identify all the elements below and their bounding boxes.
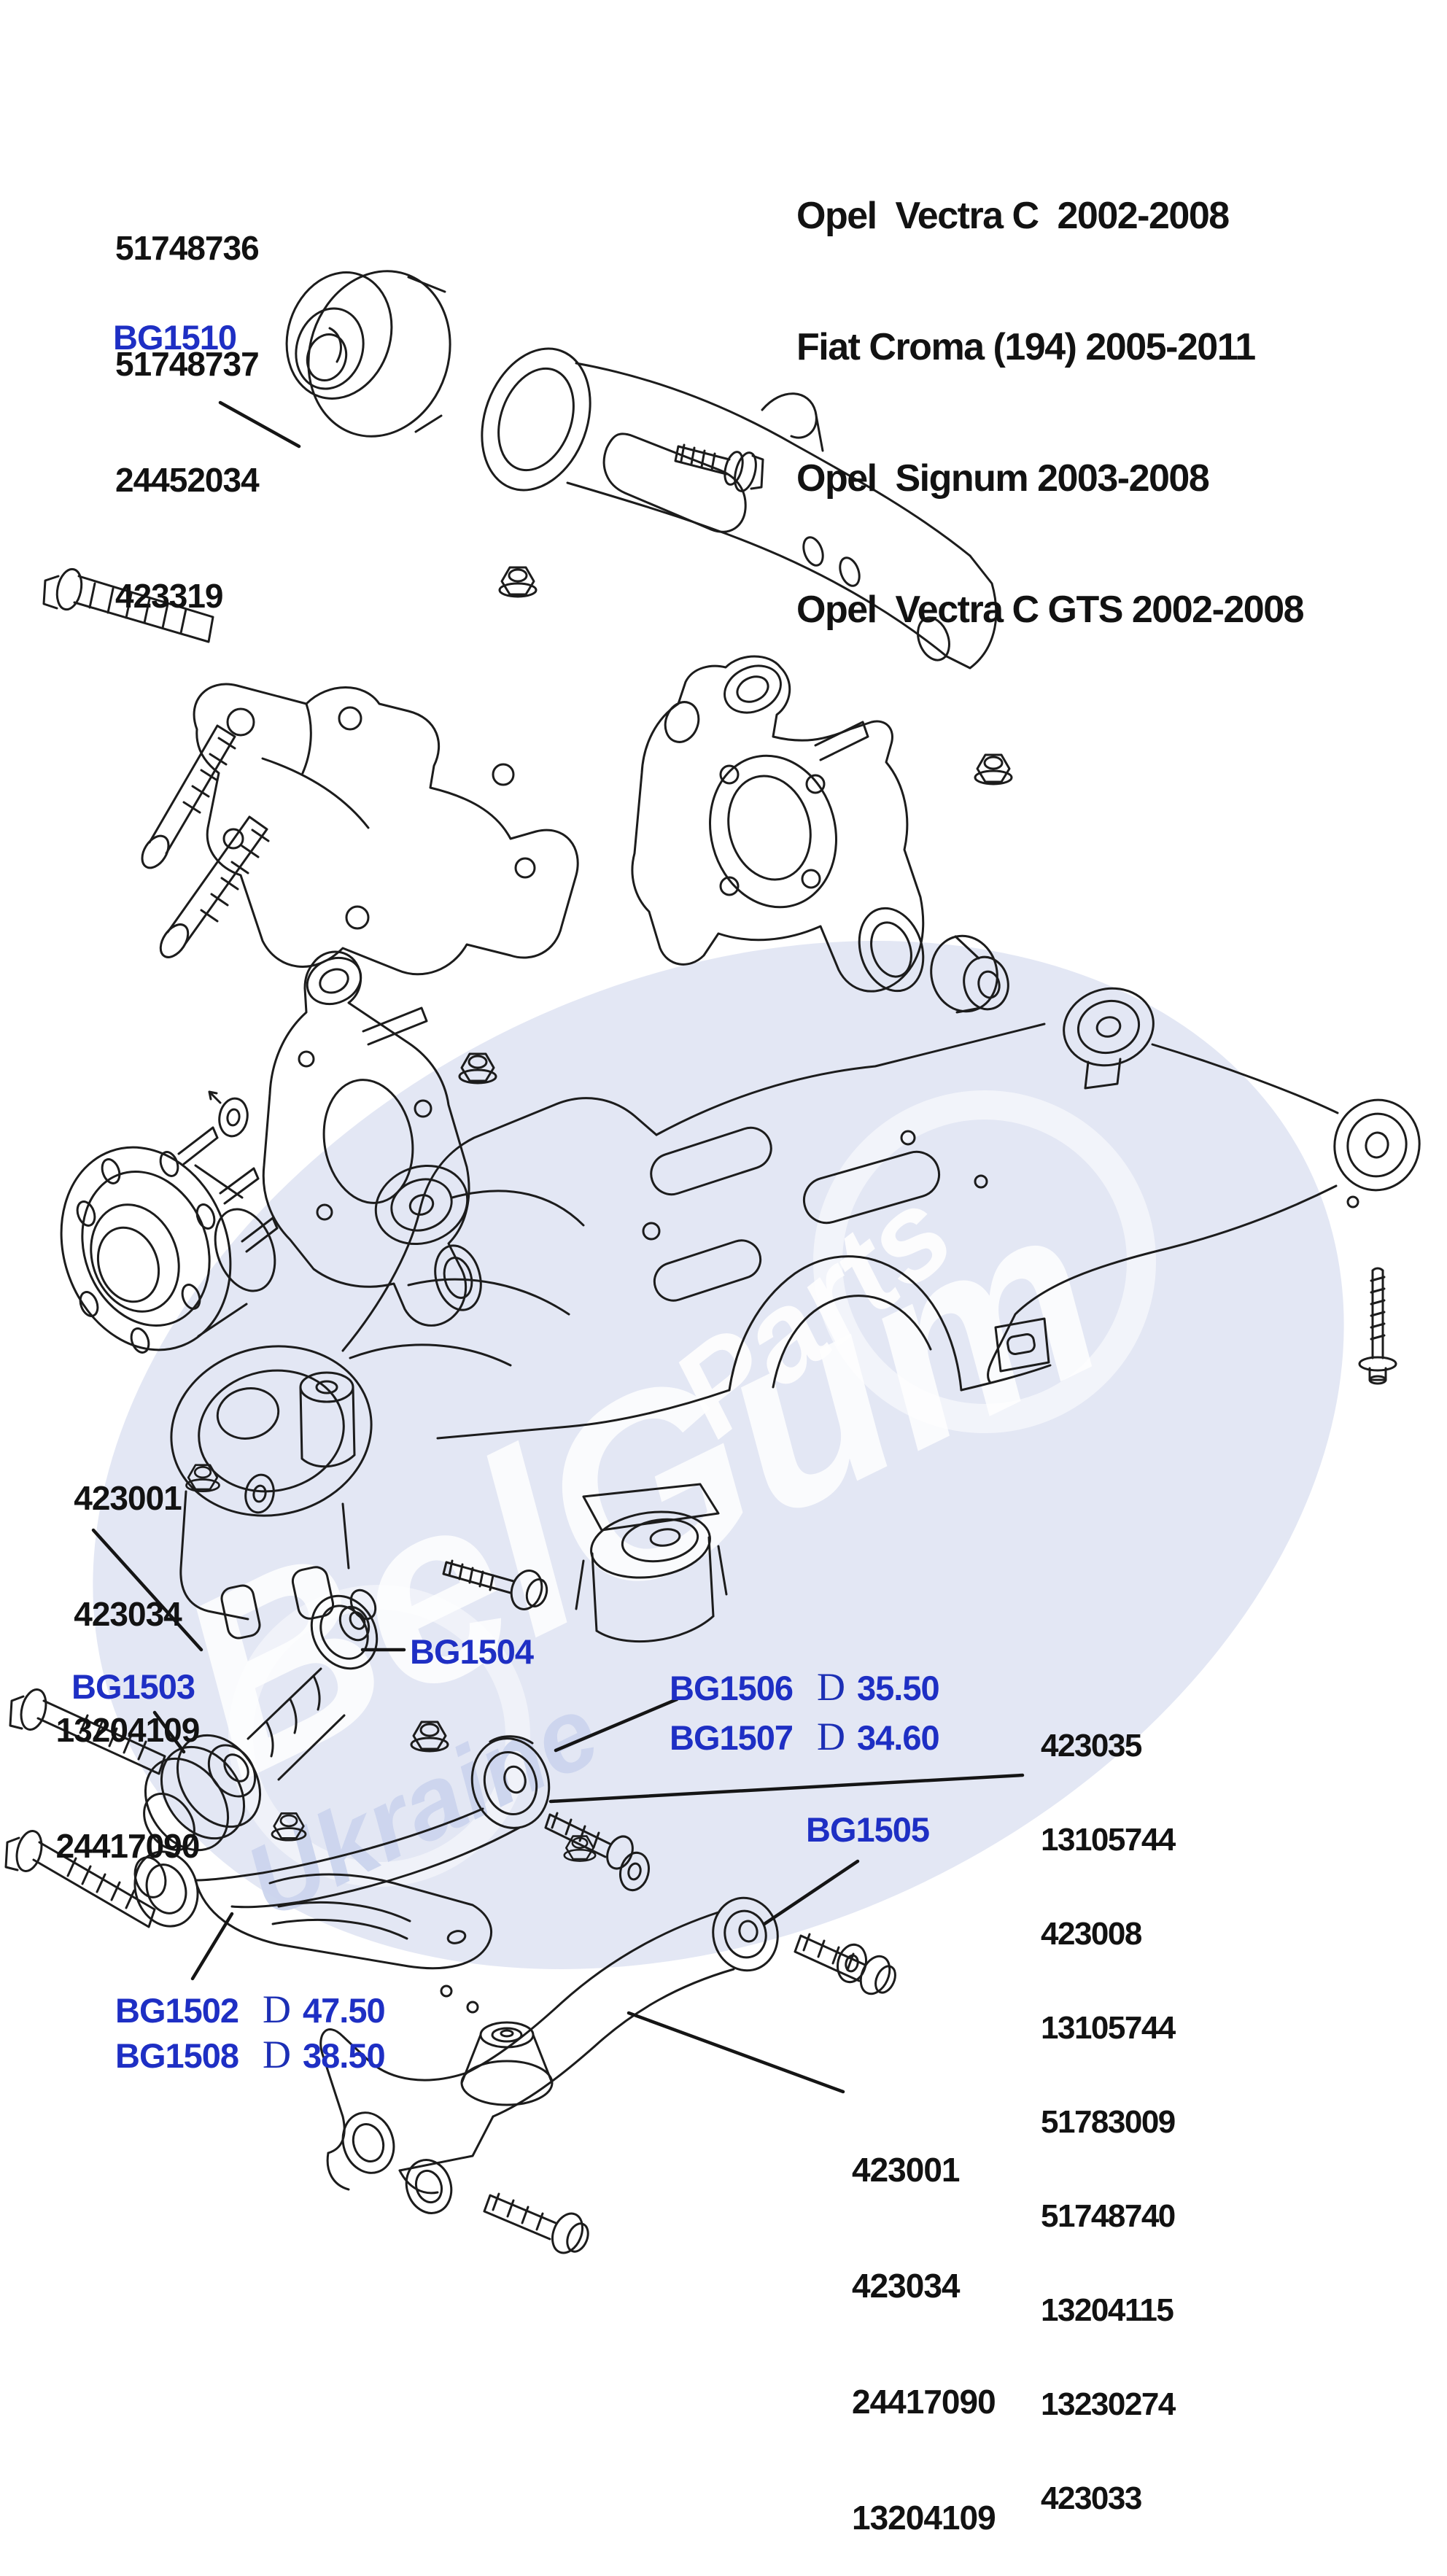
part-number: 51748737 bbox=[115, 345, 260, 383]
screw-icon bbox=[442, 1559, 548, 1610]
label-bg1507-row: BG1507 D 34.60 bbox=[670, 1715, 940, 1758]
part-number: 24417090 bbox=[55, 1827, 201, 1865]
part-number: 423034 bbox=[852, 2267, 960, 2305]
part-number: 13204115 bbox=[1041, 2292, 1174, 2328]
trailing-blade-arm-assembly bbox=[42, 270, 998, 976]
part-number: 423034 bbox=[74, 1595, 182, 1633]
diameter-symbol: D bbox=[263, 2033, 291, 2076]
part-number: 24452034 bbox=[115, 461, 260, 499]
leader-midleft-parts bbox=[91, 1528, 203, 1652]
diameter-value: 38.50 bbox=[303, 2036, 386, 2075]
subframe-bottom-bushing bbox=[575, 1483, 728, 1643]
wheel-hub-bearing bbox=[60, 1126, 279, 1354]
part-number: 51748736 bbox=[115, 229, 260, 267]
mounting-bracket bbox=[193, 683, 579, 976]
part-number: 423001 bbox=[74, 1479, 182, 1517]
label-bg1503: BG1503 bbox=[71, 1667, 195, 1706]
top-left-part-numbers: 51748736 51748737 24452034 423319 bbox=[115, 152, 260, 654]
part-number: 13204109 bbox=[55, 1711, 201, 1749]
part-number: 423319 bbox=[115, 577, 223, 615]
part-number: 423035 bbox=[1041, 1728, 1142, 1764]
lower-spring-arm bbox=[319, 1896, 779, 2214]
watermark-ring-icon bbox=[813, 1090, 1156, 1433]
diameter-value: 47.50 bbox=[303, 1991, 386, 2030]
bottom-part-numbers: 423001 423034 24417090 13204109 bbox=[852, 2073, 996, 2576]
blade-arm bbox=[481, 347, 998, 670]
left-knuckle-hub bbox=[60, 950, 497, 1354]
part-number: 13230274 bbox=[1041, 2386, 1176, 2422]
upper-link bbox=[143, 1588, 379, 1852]
leader-bg1503 bbox=[152, 1710, 186, 1754]
bolt-icon bbox=[674, 443, 764, 492]
part-number: 51748740 bbox=[1041, 2198, 1176, 2234]
part-number: 13204109 bbox=[852, 2499, 996, 2537]
misc-hardware bbox=[185, 1464, 896, 2254]
vehicle-applications: Opel Vectra C 2002-2008 Fiat Croma (194)… bbox=[796, 106, 1305, 675]
label-bg1508: BG1508 bbox=[115, 2036, 239, 2075]
label-bg1502-row: BG1502 D 47.50 bbox=[115, 1987, 386, 2031]
vehicle-line: Fiat Croma (194) 2005-2011 bbox=[796, 326, 1256, 368]
vehicle-line: Opel Vectra C 2002-2008 bbox=[796, 195, 1230, 237]
label-bg1506: BG1506 bbox=[670, 1669, 794, 1707]
screw-icon bbox=[544, 1812, 634, 1870]
label-bg1508-row: BG1508 D 38.50 bbox=[115, 2033, 386, 2076]
mid-left-part-numbers: 423001 423034 13204109 24417090 bbox=[36, 1402, 219, 1904]
part-number: 24417090 bbox=[852, 2383, 996, 2421]
leader-lines bbox=[91, 400, 1025, 2094]
label-bg1502: BG1502 bbox=[115, 1991, 239, 2030]
bolt-icon bbox=[1358, 1267, 1397, 1385]
bolt-icon bbox=[42, 567, 214, 643]
bolt-icon bbox=[794, 1933, 896, 1995]
curved-camber-arm bbox=[133, 1735, 551, 1970]
right-knuckle bbox=[631, 655, 1013, 1014]
label-bg1506-row: BG1506 D 35.50 bbox=[670, 1665, 940, 1709]
leader-bg1510 bbox=[218, 400, 301, 449]
diameter-symbol: D bbox=[263, 1987, 291, 2031]
subframe-crossmember bbox=[170, 987, 1421, 1643]
diameter-value: 35.50 bbox=[857, 1669, 940, 1707]
label-bg1510: BG1510 bbox=[113, 318, 237, 357]
leader-bg1505 bbox=[762, 1859, 860, 1926]
bg1510-bushing bbox=[285, 270, 451, 438]
watermark-ellipse bbox=[93, 941, 1344, 1969]
watermark-ring-icon bbox=[228, 1585, 530, 1887]
label-bg1507: BG1507 bbox=[670, 1718, 794, 1757]
vehicle-line: Opel Vectra C GTS 2002-2008 bbox=[796, 589, 1305, 631]
right-part-numbers: 423035 13105744 423008 13105744 51783009… bbox=[1041, 1667, 1176, 2545]
vehicle-line: Opel Signum 2003-2008 bbox=[796, 457, 1210, 500]
bolt-icon bbox=[483, 2192, 589, 2254]
label-bg1505: BG1505 bbox=[806, 1810, 930, 1849]
part-number: 51783009 bbox=[1041, 2104, 1176, 2140]
part-number: 423001 bbox=[852, 2151, 960, 2189]
catalog-page: BelGum Parts Ukraine bbox=[4, 106, 1421, 2537]
bolts-pair bbox=[4, 1688, 166, 1928]
leader-bg1502-08 bbox=[190, 1912, 234, 1981]
part-number: 423033 bbox=[1041, 2480, 1142, 2516]
part-number: 423008 bbox=[1041, 1916, 1142, 1952]
diameter-symbol: D bbox=[817, 1715, 845, 1758]
part-number: 13105744 bbox=[1041, 1822, 1176, 1858]
leader-right-parts bbox=[548, 1773, 1025, 1804]
label-bg1504: BG1504 bbox=[410, 1632, 534, 1671]
suspension-exploded-drawing: BelGum Parts Ukraine bbox=[4, 270, 1421, 2254]
subframe-left-bushing-pocket bbox=[170, 1345, 373, 1640]
diameter-value: 34.60 bbox=[857, 1718, 940, 1757]
leader-bottom-parts bbox=[626, 2011, 845, 2094]
leader-bg1506-07 bbox=[554, 1697, 679, 1753]
part-number: 13105744 bbox=[1041, 2010, 1176, 2046]
long-screws bbox=[141, 724, 270, 958]
diameter-symbol: D bbox=[817, 1665, 845, 1709]
watermark: BelGum Parts Ukraine bbox=[93, 941, 1344, 1969]
